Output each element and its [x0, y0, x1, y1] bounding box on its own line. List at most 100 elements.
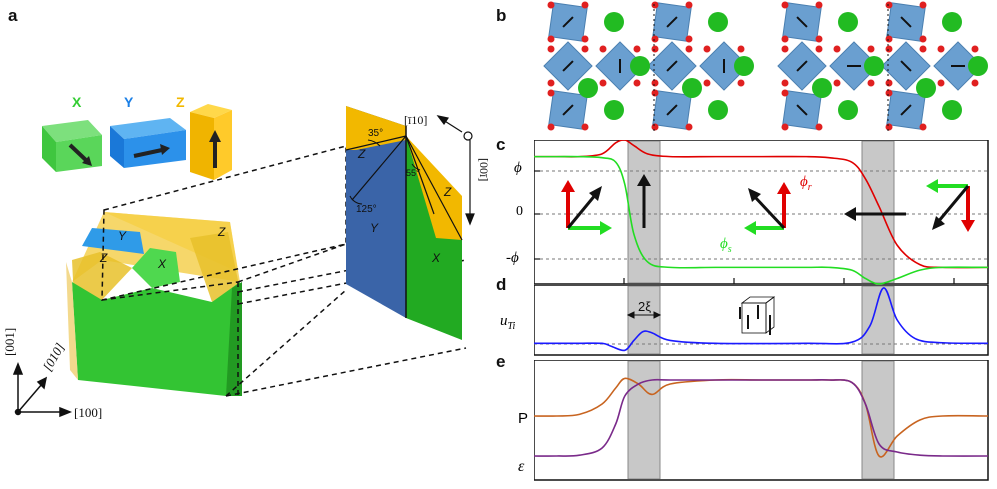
panel-a-figure: X Y Z Y Z X Z: [2, 94, 490, 420]
oxygen-atom: [547, 79, 555, 87]
dipole-arrow: [900, 60, 912, 72]
oxygen-atom: [885, 89, 893, 97]
cross-section: [345, 106, 463, 340]
axis-label-z: [001]: [2, 328, 17, 356]
oxygen-atom: [937, 79, 945, 87]
oxygen-atom: [885, 35, 893, 43]
oxygen-atom: [781, 1, 789, 9]
crystal-label-y: Y: [118, 229, 127, 243]
domain-wall-band-2: [861, 140, 895, 284]
section-label-x: X: [431, 251, 441, 265]
dir-label-top: [ī10]: [404, 113, 427, 127]
oxygen-atom: [581, 1, 589, 9]
label-eps: ε: [518, 458, 525, 475]
oxygen-atom: [781, 123, 789, 131]
oxygen-atom: [971, 45, 979, 53]
oxygen-atom: [867, 45, 875, 53]
dipole-arrow: [900, 16, 912, 28]
label-p: P: [518, 410, 529, 427]
oxygen-atom: [885, 45, 893, 53]
dir-label-side: [00ī]: [477, 158, 490, 181]
oxygen-atom: [937, 45, 945, 53]
oxygen-atom: [633, 45, 641, 53]
oxygen-atom: [547, 123, 555, 131]
oxygen-atom: [815, 123, 823, 131]
oxygen-atom: [781, 79, 789, 87]
polarization-vectors: [561, 174, 975, 235]
oxygen-atom: [815, 35, 823, 43]
width-marker: [626, 311, 662, 319]
oxygen-atom: [651, 123, 659, 131]
dipole-arrow: [900, 104, 912, 116]
legend-x-label: X: [72, 94, 82, 110]
dipole-arrow: [666, 60, 678, 72]
oxygen-atom: [651, 45, 659, 53]
oxygen-atom: [651, 79, 659, 87]
dir-arrow: [436, 115, 475, 226]
panel-c-chart: ϕr ϕs: [534, 140, 989, 285]
cation-atom: [812, 78, 832, 98]
panel-letter-b: b: [496, 6, 507, 25]
panel-letter-a: a: [8, 6, 18, 25]
axis-arrows: [12, 361, 73, 418]
panel-e-chart: [534, 360, 989, 481]
series-line-2: [534, 155, 989, 285]
section-label-z1: Z: [357, 147, 366, 161]
oxygen-atom: [685, 1, 693, 9]
cube-icon: [739, 296, 776, 335]
cation-atom: [734, 56, 754, 76]
dipole-arrow: [666, 16, 678, 28]
oxygen-atom: [781, 89, 789, 97]
oxygen-atom: [633, 79, 641, 87]
panel-letter-c: c: [496, 135, 506, 154]
ylabel-uti: uTi: [500, 313, 516, 332]
dipole-arrow: [562, 104, 574, 116]
oxygen-atom: [867, 79, 875, 87]
oxygen-atom: [581, 45, 589, 53]
axis-label-x: [100]: [74, 405, 102, 420]
panel-b-structures: [540, 0, 997, 135]
cation-atom: [604, 100, 624, 120]
legend-y-label: Y: [124, 94, 134, 110]
panel-d-chart: 2ξ: [534, 285, 989, 356]
cation-atom: [630, 56, 650, 76]
oxygen-atom: [885, 1, 893, 9]
series-line-1: [534, 287, 989, 352]
angle-55: 55°: [406, 168, 420, 178]
oxygen-atom: [833, 45, 841, 53]
oxygen-atom: [685, 45, 693, 53]
oxygen-atom: [651, 89, 659, 97]
oxygen-atom: [833, 79, 841, 87]
cation-atom: [942, 12, 962, 32]
cation-atom: [578, 78, 598, 98]
cation-atom: [838, 12, 858, 32]
legend-x-block: [42, 120, 102, 172]
series-line-1: [534, 140, 989, 269]
oxygen-atom: [737, 79, 745, 87]
oxygen-atom: [737, 45, 745, 53]
oxygen-atom: [581, 35, 589, 43]
structure-left: [543, 1, 754, 132]
cation-atom: [838, 100, 858, 120]
cation-atom: [942, 100, 962, 120]
oxygen-atom: [703, 45, 711, 53]
panel-letter-d: d: [496, 275, 507, 294]
oxygen-atom: [919, 1, 927, 9]
cation-atom: [708, 12, 728, 32]
section-label-z2: Z: [443, 185, 452, 199]
cation-atom: [916, 78, 936, 98]
oxygen-atom: [971, 79, 979, 87]
oxygen-atom: [781, 45, 789, 53]
oxygen-atom: [547, 35, 555, 43]
legend-z-label: Z: [176, 94, 185, 110]
panel-letter-e: e: [496, 352, 506, 371]
cation-atom: [968, 56, 988, 76]
dipole-arrow: [666, 104, 678, 116]
crystal-label-z-right: Z: [217, 225, 226, 239]
label-2xi: 2ξ: [638, 299, 651, 314]
dipole-arrow: [562, 16, 574, 28]
cation-atom: [682, 78, 702, 98]
series-line-2: [534, 378, 989, 457]
oxygen-atom: [781, 35, 789, 43]
dipole-arrow: [796, 16, 808, 28]
